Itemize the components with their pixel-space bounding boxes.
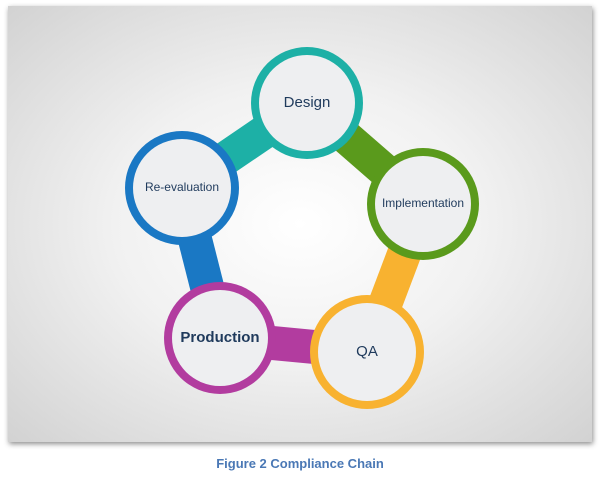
node-design: Design xyxy=(251,47,363,159)
node-fill xyxy=(133,139,231,237)
node-fill xyxy=(318,303,416,401)
node-label: Production xyxy=(180,329,259,346)
node-fill xyxy=(375,156,471,252)
node-production: Production xyxy=(164,282,276,394)
node-qa: QA xyxy=(310,295,424,409)
node-implementation: Implementation xyxy=(367,148,479,260)
node-label: QA xyxy=(356,343,378,360)
node-fill xyxy=(259,55,355,151)
node-label: Design xyxy=(284,94,331,111)
node-fill xyxy=(172,290,268,386)
figure-caption: Figure 2 Compliance Chain xyxy=(216,456,384,471)
node-re-evaluation: Re-evaluation xyxy=(125,131,239,245)
node-label: Re-evaluation xyxy=(145,180,219,194)
node-label: Implementation xyxy=(382,196,464,210)
